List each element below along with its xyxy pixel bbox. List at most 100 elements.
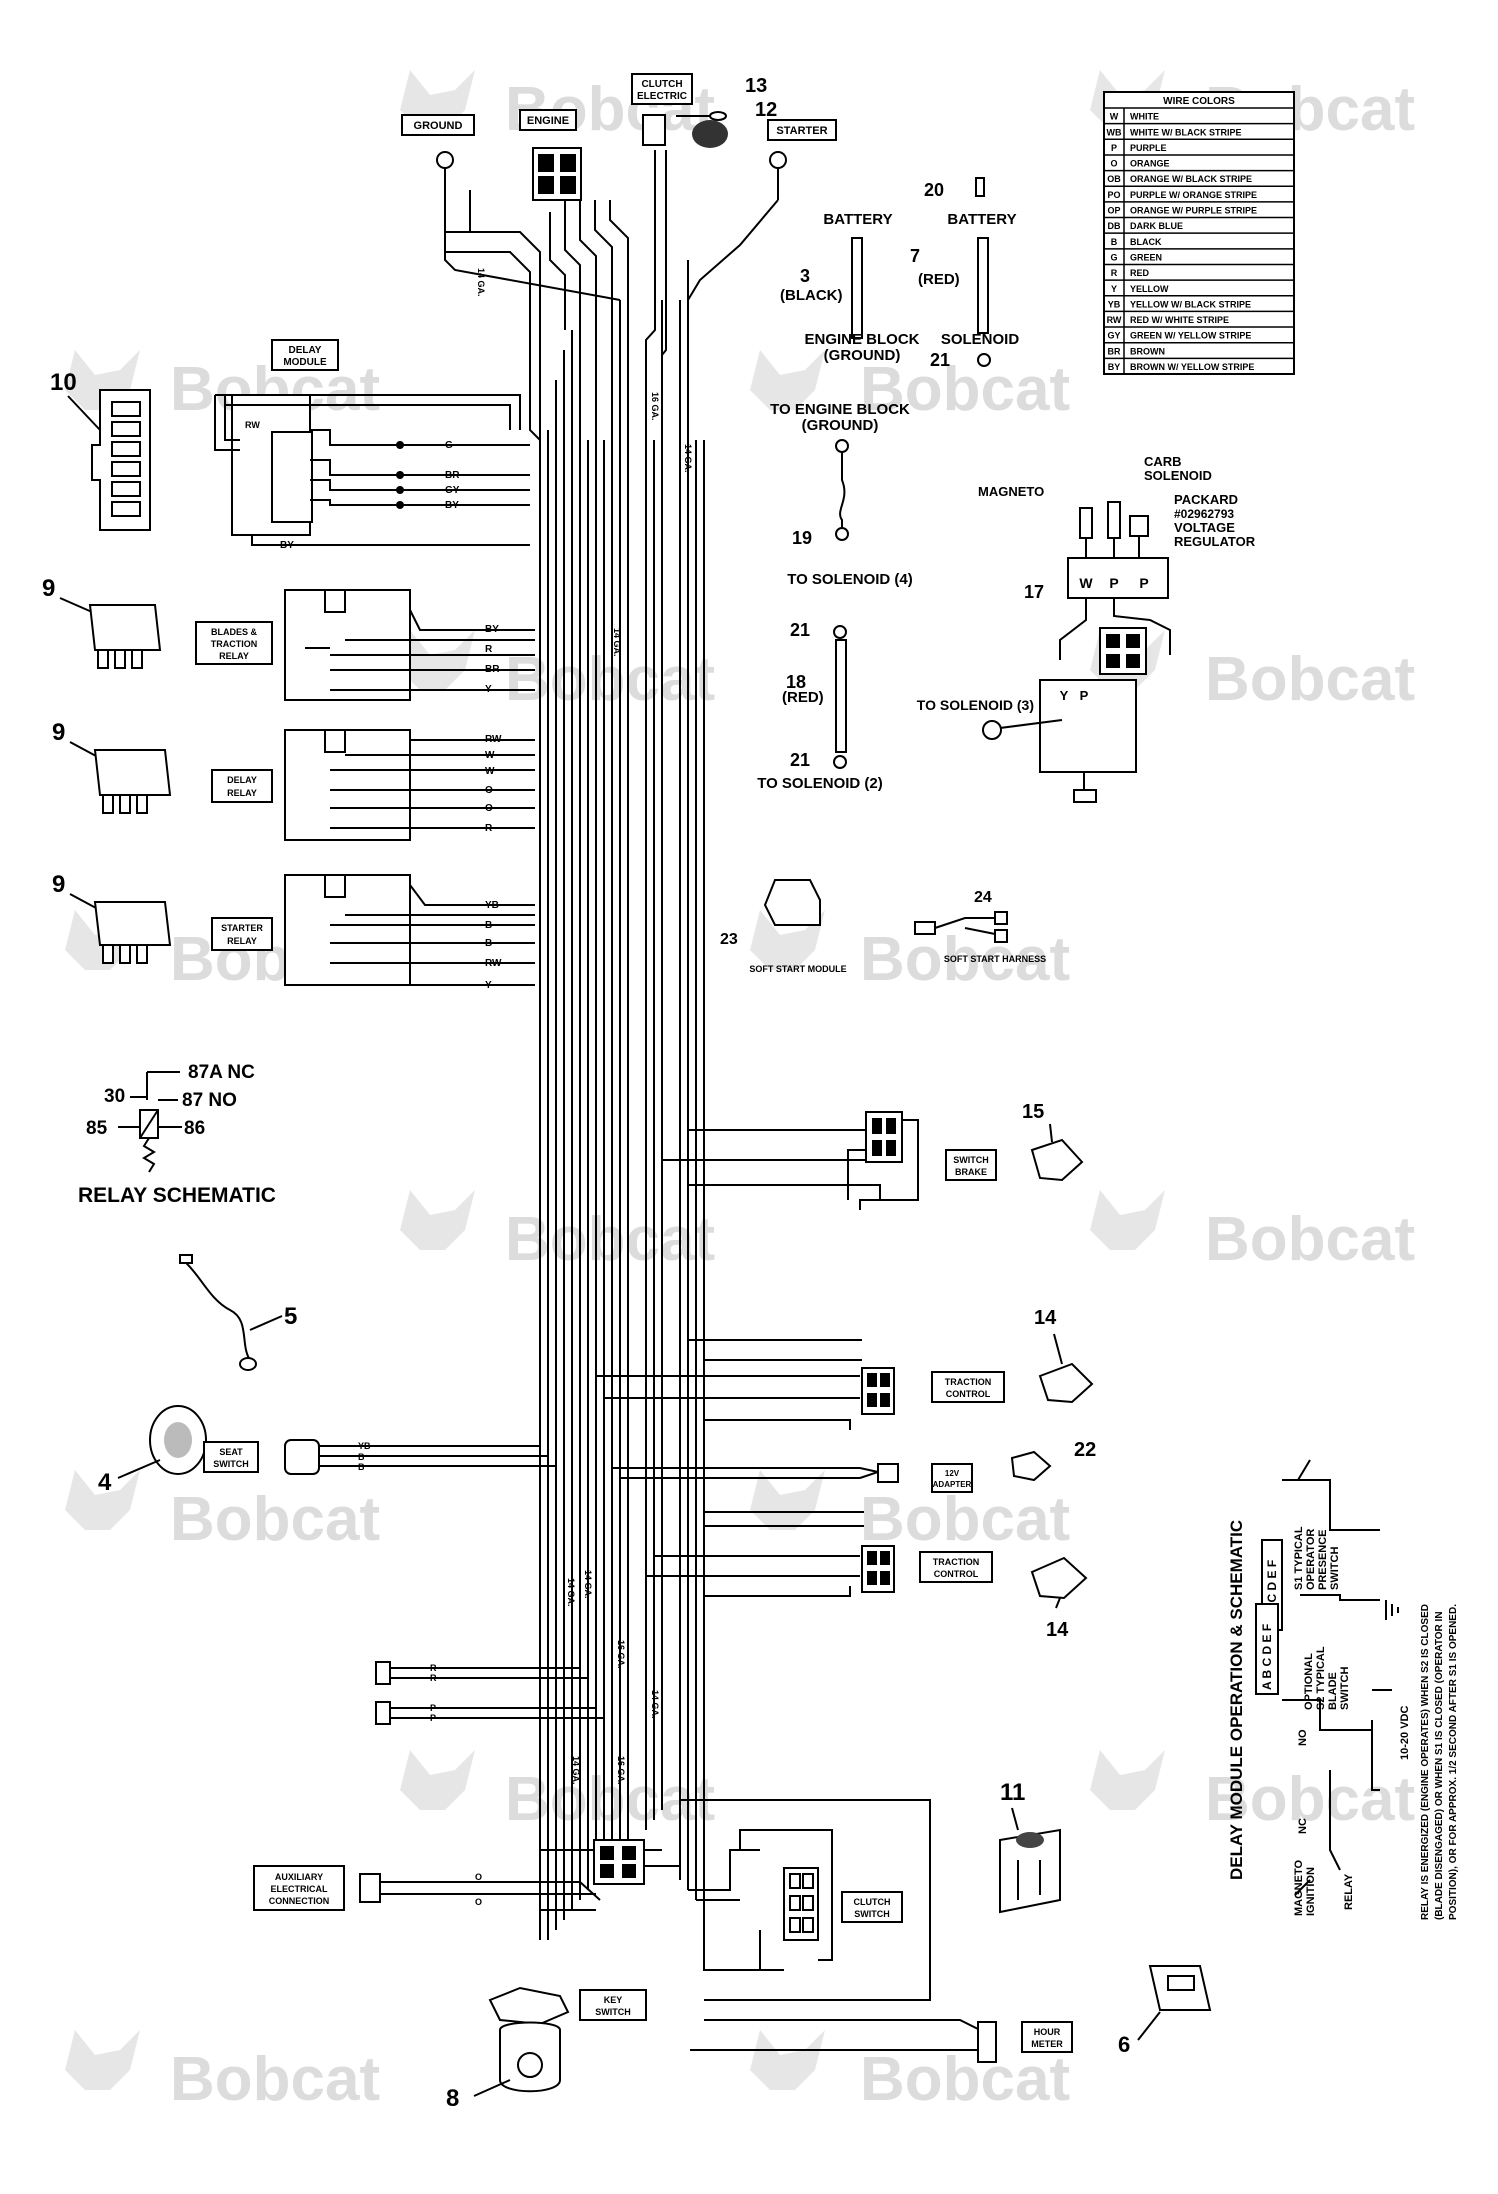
svg-text:BATTERY: BATTERY [823, 211, 892, 228]
part-11: 11 [1000, 1779, 1025, 1806]
part-14a: 14 [1034, 1307, 1057, 1329]
svg-text:TRACTION: TRACTION [211, 639, 258, 649]
svg-text:REGULATOR: REGULATOR [1174, 534, 1256, 549]
svg-text:RELAY: RELAY [1343, 1873, 1355, 1910]
svg-text:NC: NC [1297, 1818, 1309, 1834]
svg-text:METER: METER [1031, 2039, 1063, 2049]
wire-color-name: BROWN [1130, 346, 1165, 356]
part-21c: 21 [790, 750, 810, 770]
svg-text:14 GA.: 14 GA. [566, 1578, 576, 1607]
svg-text:POSITION), OR FOR APPROX. 1/2: POSITION), OR FOR APPROX. 1/2 SECOND AFT… [1448, 1604, 1459, 1920]
part-10: 10 [50, 369, 77, 396]
watermark-13: Bobcat [400, 1750, 715, 1834]
svg-text:S2 TYPICAL: S2 TYPICAL [1315, 1646, 1327, 1710]
wire-color-name: DARK BLUE [1130, 221, 1183, 231]
wire-color-name: ORANGE W/ BLACK STRIPE [1130, 174, 1252, 184]
svg-text:30: 30 [104, 1086, 125, 1107]
wire-color-name: ORANGE [1130, 159, 1170, 169]
svg-text:(GROUND): (GROUND) [824, 347, 901, 364]
part-9c: 9 [52, 871, 65, 898]
svg-text:PACKARD: PACKARD [1174, 492, 1238, 507]
svg-text:P: P [1139, 575, 1148, 591]
seat-switch-group: 5 4 SEAT SWITCH YB B B [98, 1254, 556, 1496]
engine-connector: ENGINE [519, 109, 582, 201]
watermark-11: Bobcat [65, 1470, 380, 1554]
watermark-5: Bobcat [400, 630, 715, 714]
svg-text:RELAY: RELAY [227, 936, 257, 946]
svg-text:14 GA.: 14 GA. [650, 1690, 660, 1719]
svg-text:TO SOLENOID (2): TO SOLENOID (2) [757, 775, 883, 792]
svg-text:O: O [475, 1897, 482, 1907]
svg-text:85: 85 [86, 1118, 108, 1139]
starter-connector: STARTER [767, 119, 837, 200]
svg-text:O: O [485, 803, 493, 814]
svg-text:P: P [430, 1703, 436, 1713]
part-5: 5 [284, 1303, 297, 1330]
wire-color-name: YELLOW [1130, 284, 1169, 294]
svg-text:Bobcat: Bobcat [860, 355, 1070, 424]
clutch-switch-group: CLUTCH SWITCH [679, 1799, 931, 2001]
wire-color-name: WHITE W/ BLACK STRIPE [1130, 127, 1242, 137]
svg-text:14 GA.: 14 GA. [476, 268, 486, 297]
part-22: 22 [1074, 1439, 1096, 1461]
svg-text:(GROUND): (GROUND) [802, 417, 879, 434]
svg-text:B: B [485, 920, 492, 931]
relay-schematic: 87A NC 30 87 NO 85 86 RELAY SCHEMATIC [78, 1062, 276, 1207]
svg-text:R: R [430, 1663, 437, 1673]
svg-text:AUXILIARY: AUXILIARY [275, 1872, 323, 1882]
svg-text:TO SOLENOID (4): TO SOLENOID (4) [787, 571, 913, 588]
svg-text:OPTIONAL: OPTIONAL [1303, 1653, 1315, 1710]
svg-text:KEY: KEY [604, 1995, 623, 2005]
svg-text:GROUND: GROUND [414, 120, 463, 132]
svg-text:BY: BY [280, 540, 294, 551]
part-9b: 9 [52, 719, 65, 746]
wire-color-name: PURPLE W/ ORANGE STRIPE [1130, 190, 1257, 200]
delay-module: 10 DELAY MODULE G BR GY BY [50, 339, 530, 551]
part-9a: 9 [42, 575, 55, 602]
svg-text:OPERATOR: OPERATOR [1305, 1529, 1317, 1590]
switch-brake: SWITCH BRAKE 15 [662, 1101, 1084, 1210]
svg-text:WIRE COLORS: WIRE COLORS [1163, 96, 1235, 107]
part-3: 3 [800, 266, 810, 286]
svg-text:MAGNETO: MAGNETO [1293, 1860, 1305, 1916]
svg-text:B: B [485, 938, 492, 949]
svg-text:14 GA.: 14 GA. [583, 1570, 593, 1599]
svg-text:CLUTCH: CLUTCH [641, 79, 682, 90]
watermark-12: Bobcat [750, 1470, 1070, 1554]
svg-text:#02962793: #02962793 [1174, 507, 1234, 521]
clutch-electric-connector: CLUTCH ELECTRIC [631, 73, 728, 148]
svg-text:SOFT START MODULE: SOFT START MODULE [749, 964, 846, 974]
part-4: 4 [98, 1469, 112, 1496]
svg-text:STARTER: STARTER [221, 923, 263, 933]
wire-color-code: GY [1107, 331, 1120, 341]
gauge-labels: 14 GA. 16 GA. 14 GA. 14 GA. 14 GA. 14 GA… [476, 268, 693, 1785]
wire-color-code: W [1110, 112, 1119, 122]
svg-text:Y: Y [485, 980, 492, 991]
part-6: 6 [1118, 2032, 1130, 2057]
part-13: 13 [745, 75, 767, 97]
svg-text:RELAY SCHEMATIC: RELAY SCHEMATIC [78, 1184, 276, 1207]
svg-text:(RED): (RED) [918, 271, 960, 288]
part-21a: 21 [930, 350, 950, 370]
svg-text:SOLENOID: SOLENOID [1144, 468, 1212, 483]
ground-connector: GROUND [401, 114, 475, 200]
svg-text:RELAY: RELAY [219, 651, 249, 661]
svg-text:P: P [1080, 688, 1089, 703]
svg-text:SWITCH: SWITCH [213, 1459, 249, 1469]
svg-text:W: W [485, 766, 495, 777]
svg-text:SWITCH: SWITCH [953, 1155, 989, 1165]
svg-text:O: O [475, 1872, 482, 1882]
part-11-and-6: 11 6 [999, 1779, 1212, 2057]
svg-text:87 NO: 87 NO [182, 1090, 237, 1111]
svg-text:BRAKE: BRAKE [955, 1167, 987, 1177]
wire-color-name: YELLOW W/ BLACK STRIPE [1130, 299, 1251, 309]
svg-text:W: W [1079, 575, 1093, 591]
watermark-9: Bobcat [400, 1190, 715, 1274]
battery-cables: BATTERY 3 (BLACK) ENGINE BLOCK (GROUND) … [757, 177, 1019, 792]
svg-text:16 GA.: 16 GA. [616, 1756, 626, 1785]
svg-text:BR: BR [445, 470, 460, 481]
svg-text:P: P [430, 1713, 436, 1723]
wire-color-name: PURPLE [1130, 143, 1167, 153]
wire-color-code: G [1110, 252, 1117, 262]
